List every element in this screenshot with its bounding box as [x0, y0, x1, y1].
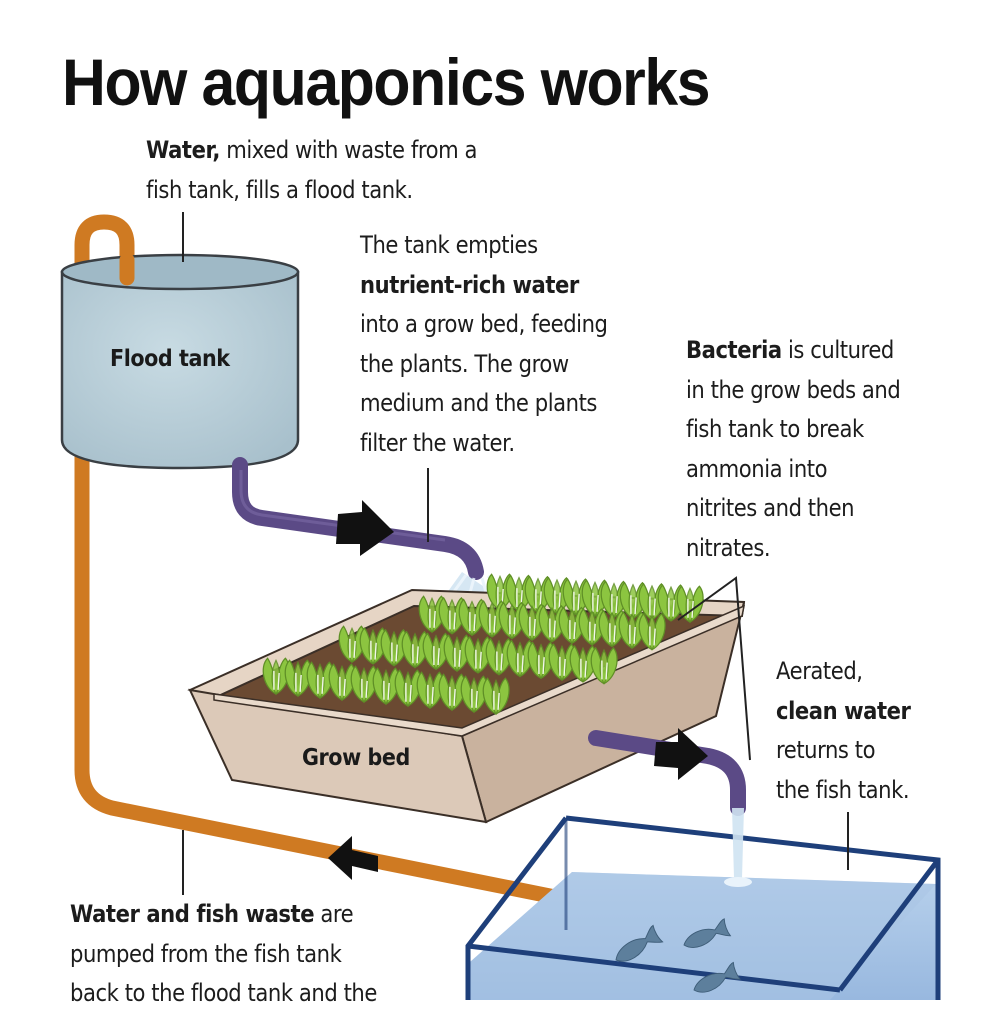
flood-tank — [60, 252, 300, 470]
caption-fish-waste: Water and fish waste are pumped from the… — [70, 900, 377, 1007]
caption-clean-water: Aerated, clean water returns to the fish… — [776, 657, 911, 804]
flood-tank-label: Flood tank — [110, 346, 230, 372]
arrow-clean-water-icon — [654, 728, 708, 780]
arrow-feed-icon — [336, 500, 394, 556]
fish-tank — [465, 808, 941, 1000]
orange-return-pipe — [74, 214, 568, 906]
grow-bed-label: Grow bed — [302, 745, 410, 771]
leader-lines — [182, 212, 849, 895]
caption-water-bold: Water, — [146, 136, 220, 164]
caption-water: Water, mixed with waste from a fish tank… — [146, 136, 478, 204]
caption-bacteria: Bacteria is cultured in the grow beds an… — [686, 336, 901, 562]
caption-tank-empties: The tank empties nutrient-rich water int… — [360, 231, 608, 457]
purple-pipe-return — [588, 730, 746, 816]
page-title: How aquaponics works — [62, 45, 711, 119]
